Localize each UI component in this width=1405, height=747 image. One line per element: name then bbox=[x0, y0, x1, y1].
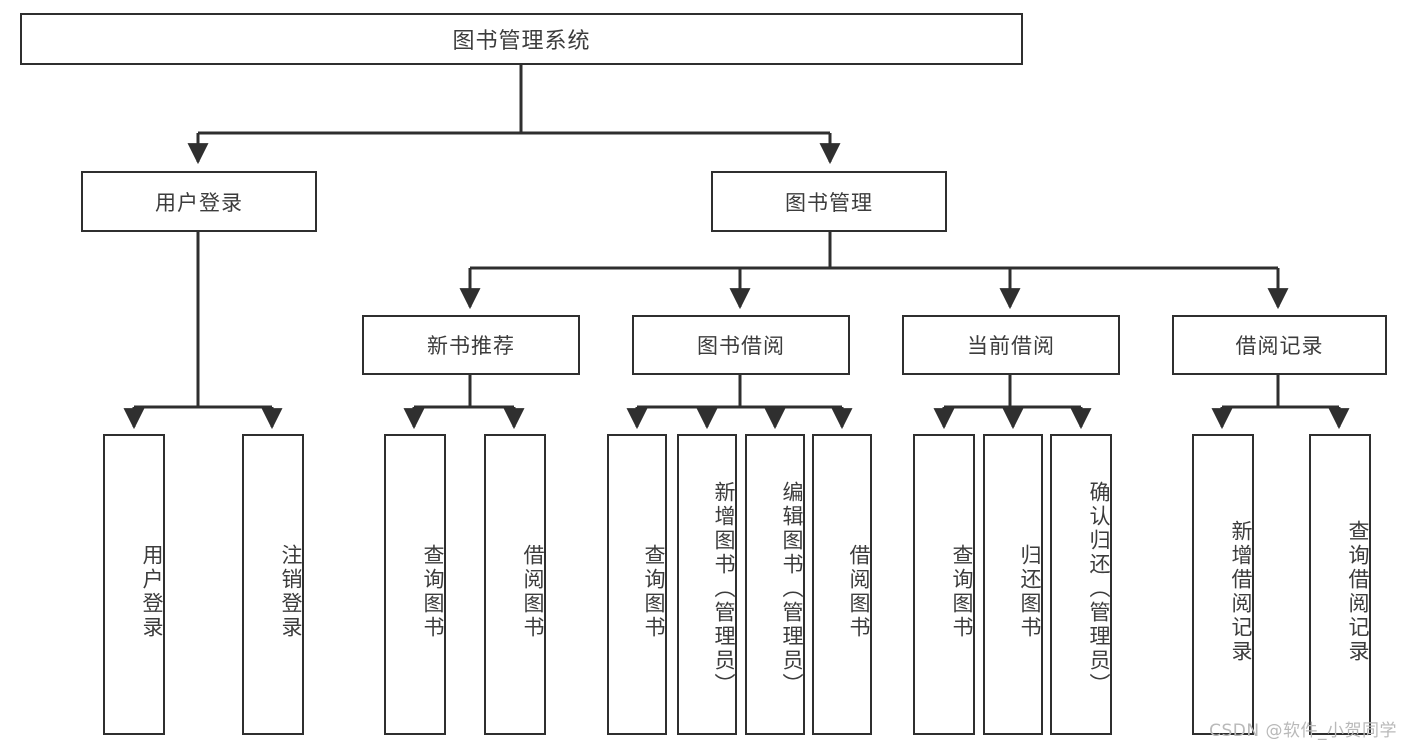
leaf-return-book[interactable]: 归还图书 bbox=[983, 434, 1043, 735]
node-label: 确认归还（管理员） bbox=[1087, 480, 1111, 697]
leaf-borrow-book[interactable]: 借阅图书 bbox=[812, 434, 872, 735]
leaf-query-book-recommend[interactable]: 查询图书 bbox=[384, 434, 446, 735]
leaf-query-borrow-record[interactable]: 查询借阅记录 bbox=[1309, 434, 1371, 735]
node-label: 图书管理 bbox=[785, 190, 873, 215]
leaf-query-book-borrow[interactable]: 查询图书 bbox=[607, 434, 667, 735]
node-label: 新书推荐 bbox=[427, 334, 515, 358]
node-label: 借阅图书 bbox=[521, 543, 545, 640]
node-borrow-records[interactable]: 借阅记录 bbox=[1172, 315, 1387, 375]
node-book-management[interactable]: 图书管理 bbox=[711, 171, 947, 232]
watermark: CSDN @软件_小贺同学 bbox=[1209, 721, 1397, 741]
node-label: 借阅记录 bbox=[1235, 334, 1324, 358]
node-user-login[interactable]: 用户登录 bbox=[81, 171, 317, 232]
node-root[interactable]: 图书管理系统 bbox=[20, 13, 1023, 65]
node-label: 新增图书（管理员） bbox=[712, 480, 736, 697]
node-book-borrow[interactable]: 图书借阅 bbox=[632, 315, 850, 375]
node-label: 查询图书 bbox=[950, 543, 974, 640]
node-label: 当前借阅 bbox=[967, 334, 1055, 358]
leaf-edit-book-admin[interactable]: 编辑图书（管理员） bbox=[745, 434, 805, 735]
leaf-confirm-return-admin[interactable]: 确认归还（管理员） bbox=[1050, 434, 1112, 735]
node-label: 查询借阅记录 bbox=[1346, 519, 1370, 664]
node-label: 归还图书 bbox=[1018, 543, 1042, 640]
node-label: 新增借阅记录 bbox=[1229, 519, 1253, 664]
node-label: 查询图书 bbox=[421, 543, 445, 640]
node-label: 图书管理系统 bbox=[452, 29, 591, 54]
leaf-user-login[interactable]: 用户登录 bbox=[103, 434, 165, 735]
leaf-add-borrow-record[interactable]: 新增借阅记录 bbox=[1192, 434, 1254, 735]
leaf-query-book-current[interactable]: 查询图书 bbox=[913, 434, 975, 735]
leaf-logout[interactable]: 注销登录 bbox=[242, 434, 304, 735]
node-label: 图书借阅 bbox=[697, 334, 785, 358]
leaf-borrow-book-recommend[interactable]: 借阅图书 bbox=[484, 434, 546, 735]
node-current-borrow[interactable]: 当前借阅 bbox=[902, 315, 1120, 375]
node-label: 查询图书 bbox=[642, 543, 666, 640]
node-label: 用户登录 bbox=[140, 543, 164, 640]
leaf-add-book-admin[interactable]: 新增图书（管理员） bbox=[677, 434, 737, 735]
node-new-book-recommend[interactable]: 新书推荐 bbox=[362, 315, 580, 375]
node-label: 用户登录 bbox=[155, 190, 243, 215]
node-label: 借阅图书 bbox=[847, 543, 871, 640]
node-label: 编辑图书（管理员） bbox=[780, 480, 804, 697]
node-label: 注销登录 bbox=[279, 543, 303, 640]
